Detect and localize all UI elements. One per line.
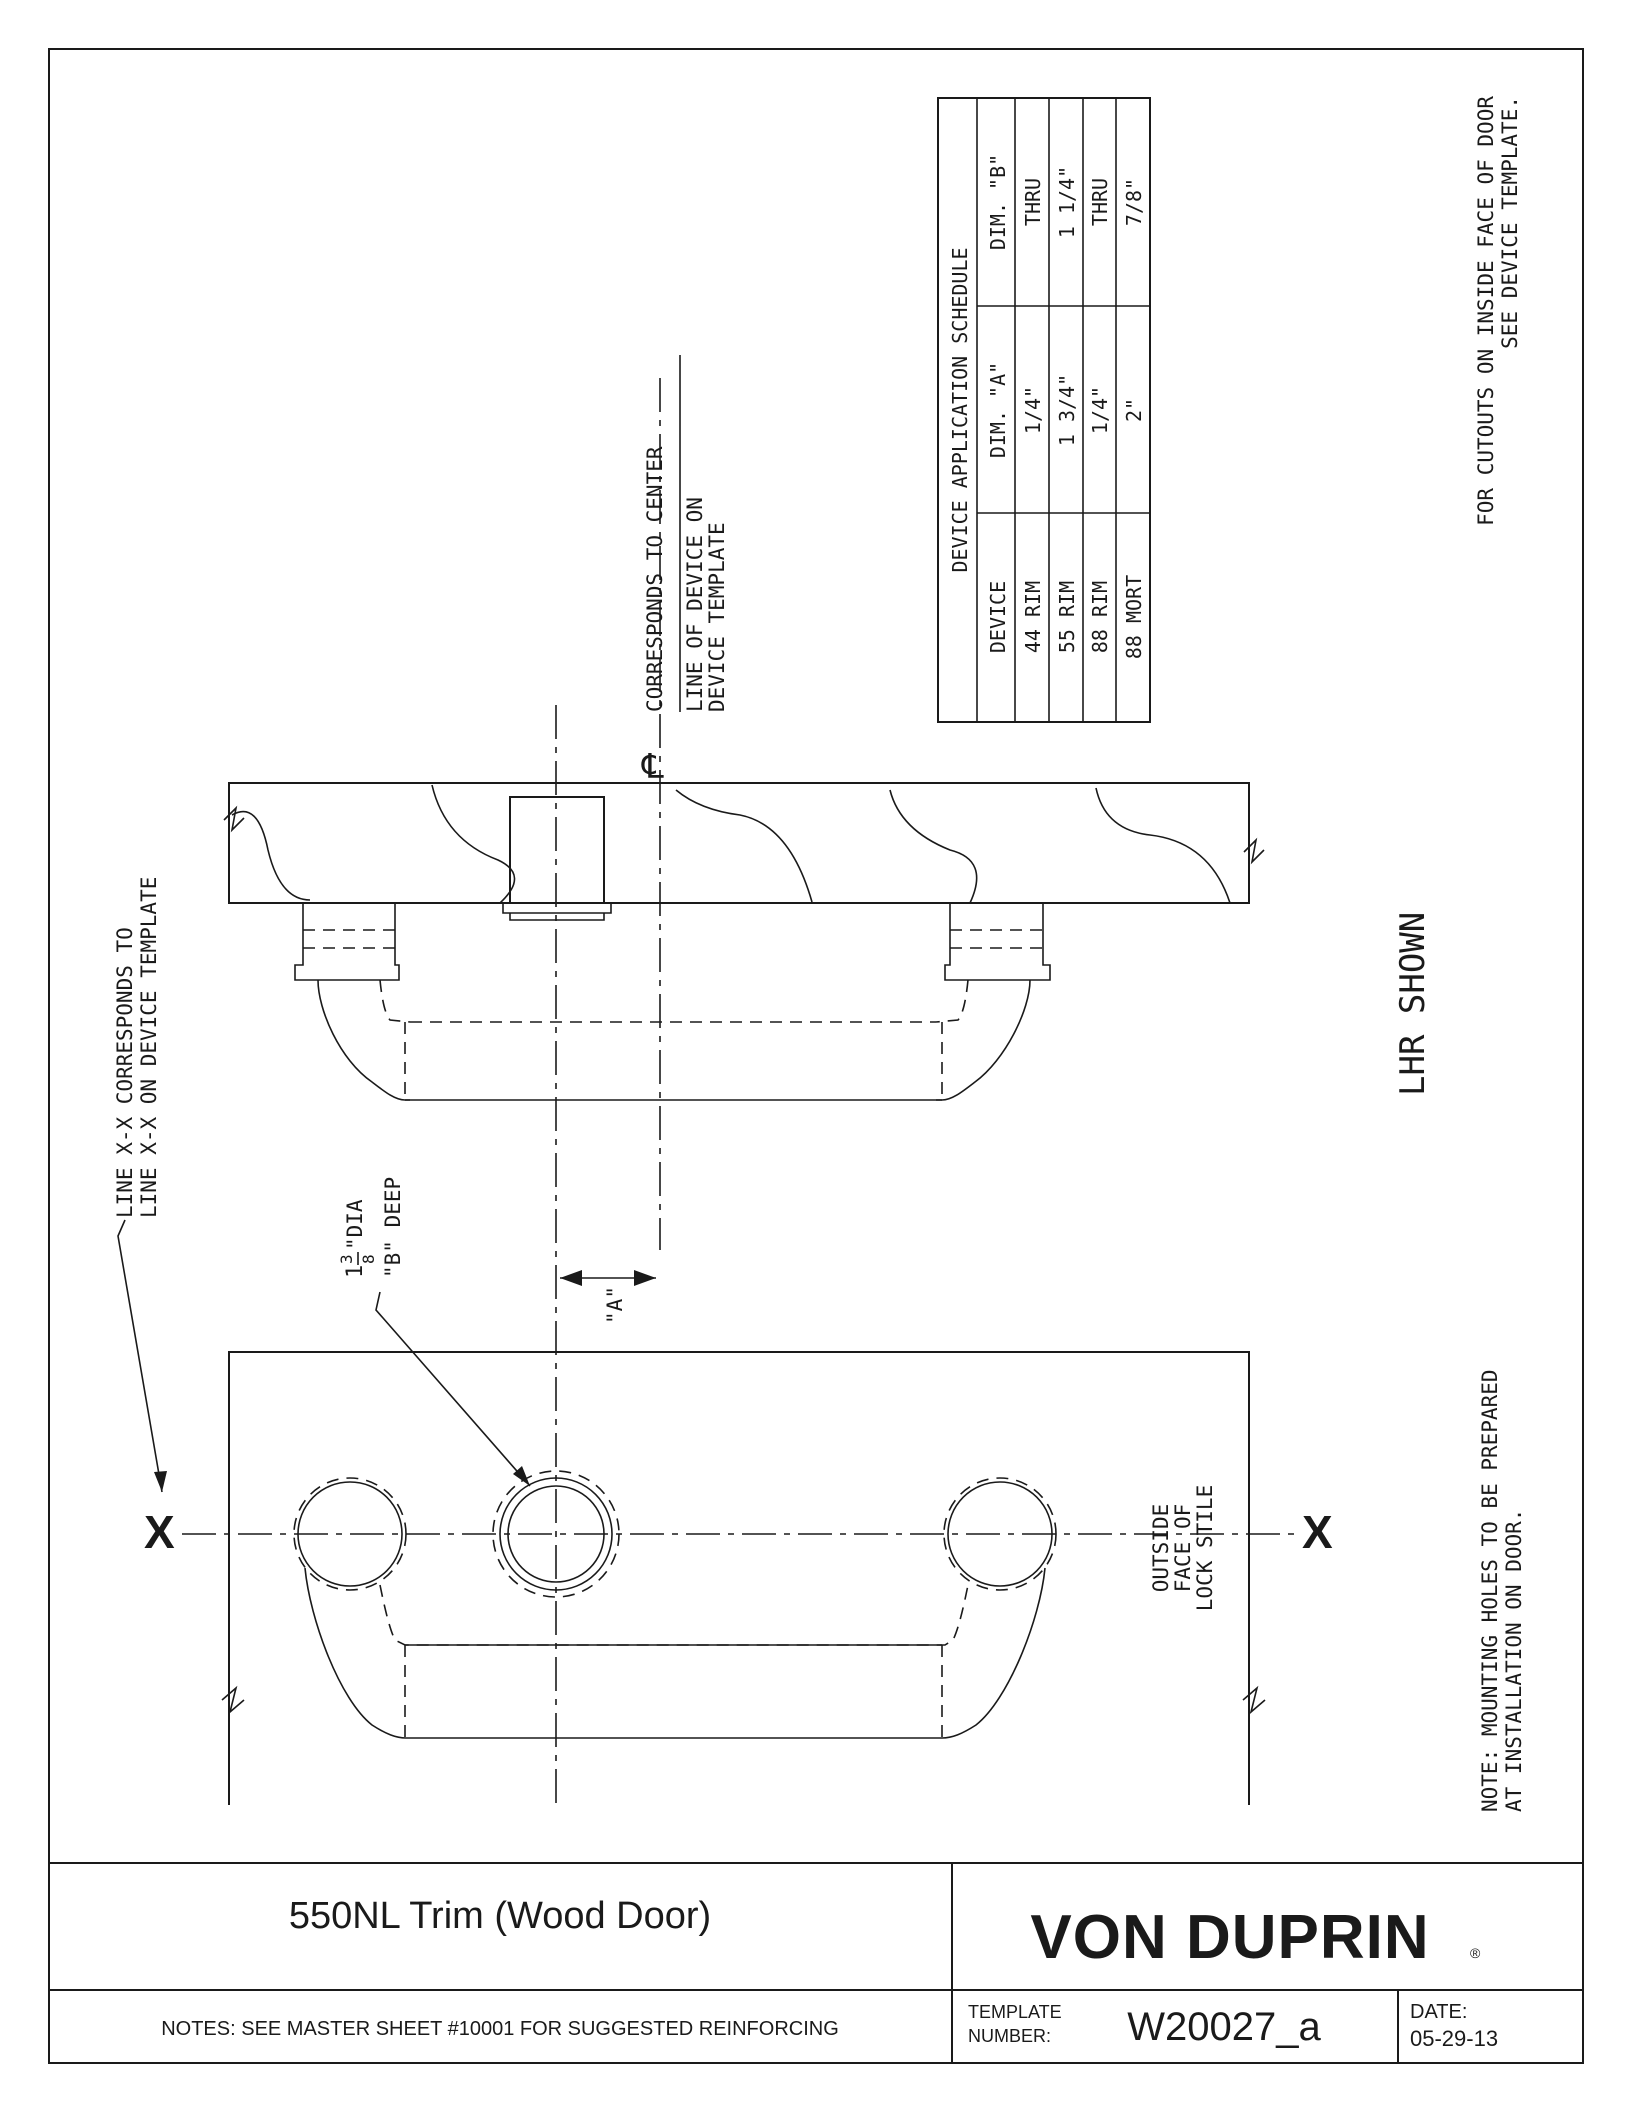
hole-depth-label: "B" DEEP — [381, 1177, 405, 1278]
x-mark-right: X — [1302, 1506, 1333, 1558]
mounting-hole-right — [947, 1481, 1053, 1587]
title-block-notes: NOTES: SEE MASTER SHEET #10001 FOR SUGGE… — [161, 2018, 839, 2040]
note-center-line1: CORRESPONDS TO CENTER — [643, 446, 667, 712]
table-cell: 55 RIM — [1055, 581, 1079, 653]
hole-size-dia: "DIA — [343, 1199, 367, 1250]
table-cell: 1 1/4" — [1055, 166, 1079, 238]
center-hole — [507, 1485, 605, 1583]
dimension-a: "A" — [560, 1270, 656, 1324]
schedule-title: DEVICE APPLICATION SCHEDULE — [948, 247, 972, 572]
hole-size-numerator: 3 — [337, 1254, 356, 1264]
sheet-border — [48, 48, 1584, 2064]
date-label: DATE: — [1410, 2001, 1467, 2023]
note-cutouts-line2: SEE DEVICE TEMPLATE. — [1498, 96, 1522, 349]
note-linexx-line1: LINE X-X CORRESPONDS TO — [113, 927, 137, 1218]
brand-registered-mark: ® — [1470, 1945, 1481, 1961]
header-dim-b: DIM. "B" — [986, 154, 1010, 250]
table-cell: THRU — [1088, 178, 1112, 226]
note-center-line2: LINE OF DEVICE ON — [683, 497, 707, 712]
note-stile-line3: LOCK STILE — [1193, 1485, 1217, 1611]
front-view: X X — [144, 1351, 1333, 1805]
table-cell: 44 RIM — [1021, 581, 1045, 653]
table-cell: THRU — [1021, 178, 1045, 226]
note-mounting-line1: NOTE: MOUNTING HOLES TO BE PREPARED — [1478, 1369, 1502, 1812]
table-cell: 1 3/4" — [1055, 374, 1079, 446]
table-cell: 1/4" — [1088, 386, 1112, 434]
template-label-line1: TEMPLATE — [968, 2002, 1062, 2022]
note-mounting-line2: AT INSTALLATION ON DOOR. — [1502, 1509, 1526, 1812]
hole-size-whole: 1 — [343, 1265, 368, 1278]
mounting-hole-left — [297, 1481, 403, 1587]
header-dim-a: DIM. "A" — [986, 362, 1010, 458]
table-cell: 88 RIM — [1088, 581, 1112, 653]
template-number: W20027_a — [1127, 2005, 1321, 2049]
product-title: 550NL Trim (Wood Door) — [289, 1895, 711, 1937]
note-stile-line1: OUTSIDE — [1149, 1504, 1173, 1593]
door-face — [228, 1351, 1250, 1805]
hole-size-denominator: 8 — [359, 1254, 378, 1264]
section-view — [223, 782, 1265, 1101]
date-value: 05-29-13 — [1410, 2026, 1498, 2051]
note-center-line3: DEVICE TEMPLATE — [705, 522, 729, 712]
table-cell: 2" — [1122, 398, 1146, 422]
table-cell: 88 MORT — [1122, 575, 1146, 659]
note-stile-line2: FACE OF — [1171, 1504, 1195, 1593]
dimension-a-label: "A" — [603, 1286, 627, 1324]
door-edge — [228, 782, 1250, 904]
spindle-housing — [509, 796, 605, 904]
table-cell: 7/8" — [1122, 178, 1146, 226]
centerline-symbol: ℄ — [641, 747, 664, 787]
template-label-line2: NUMBER: — [968, 2026, 1051, 2046]
header-device: DEVICE — [986, 581, 1010, 653]
brand-logo: VON DUPRIN — [1030, 1903, 1429, 1972]
note-cutouts-line1: FOR CUTOUTS ON INSIDE FACE OF DOOR — [1474, 96, 1498, 526]
note-lhr-shown: LHR SHOWN — [1393, 912, 1433, 1096]
note-linexx-line2: LINE X-X ON DEVICE TEMPLATE — [137, 877, 161, 1218]
x-mark-left: X — [144, 1506, 175, 1558]
table-cell: 1/4" — [1021, 386, 1045, 434]
device-application-schedule: DEVICE APPLICATION SCHEDULE DEVICE DIM. … — [937, 97, 1151, 723]
schedule-table-frame — [937, 97, 1151, 723]
hole-callout: 1 3 8 "DIA "B" DEEP — [337, 1177, 531, 1487]
